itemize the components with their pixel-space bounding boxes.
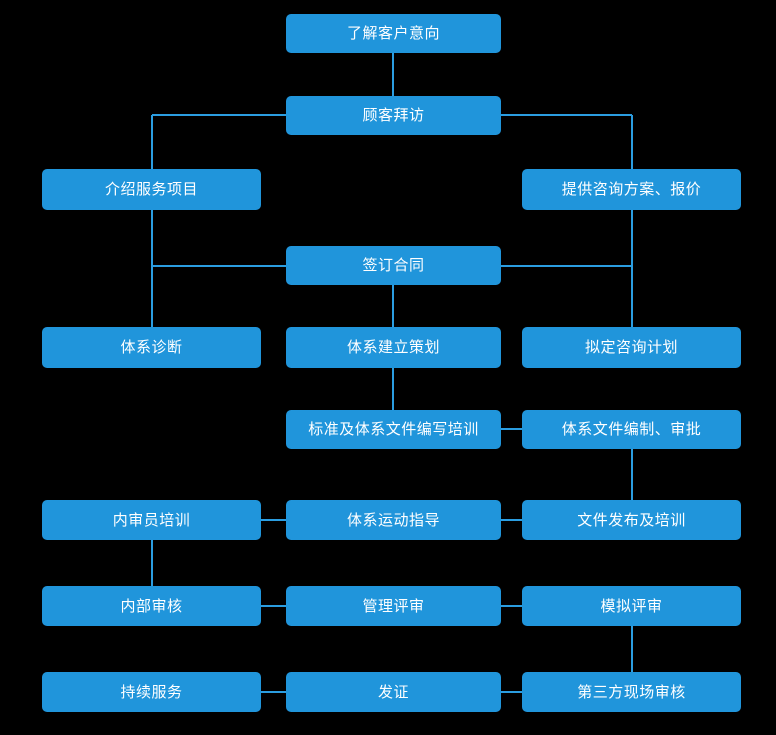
flow-node-label: 了解客户意向 xyxy=(346,25,440,42)
connector-line xyxy=(151,115,153,169)
connector-line xyxy=(631,449,633,500)
flow-node-label: 体系运动指导 xyxy=(346,511,440,529)
flow-node-label: 持续服务 xyxy=(120,683,183,701)
connector-line xyxy=(501,691,522,693)
flow-node-customer-visit: 顾客拜访 xyxy=(286,96,501,135)
connector-line xyxy=(151,540,153,586)
flow-node-label: 管理评审 xyxy=(362,597,425,615)
flow-node-certification: 发证 xyxy=(286,672,501,712)
flow-node-sign-contract: 签订合同 xyxy=(286,246,501,285)
connector-line xyxy=(261,691,286,693)
flow-node-label: 体系诊断 xyxy=(120,339,183,356)
connector-line xyxy=(392,285,394,327)
flow-node-label: 内部审核 xyxy=(120,597,183,615)
flow-node-introduce-services: 介绍服务项目 xyxy=(42,169,261,210)
flow-node-provide-proposal-quote: 提供咨询方案、报价 xyxy=(522,169,741,210)
flow-node-system-doc-compilation-approval: 体系文件编制、审批 xyxy=(522,410,741,449)
flow-node-label: 体系文件编制、审批 xyxy=(561,421,702,438)
flow-node-label: 第三方现场审核 xyxy=(577,683,686,701)
connector-line xyxy=(392,368,394,410)
flow-node-label: 内审员培训 xyxy=(112,511,191,529)
flow-node-management-review: 管理评审 xyxy=(286,586,501,626)
connector-line xyxy=(151,210,153,327)
connector-line xyxy=(501,265,632,267)
flow-node-internal-auditor-training: 内审员培训 xyxy=(42,500,261,540)
connector-line xyxy=(501,605,522,607)
connector-line xyxy=(631,210,633,327)
connector-line xyxy=(501,114,632,116)
connector-line xyxy=(261,605,286,607)
flow-node-continuous-service: 持续服务 xyxy=(42,672,261,712)
flow-node-label: 模拟评审 xyxy=(600,597,663,615)
flow-node-label: 体系建立策划 xyxy=(346,339,440,356)
flow-node-label: 介绍服务项目 xyxy=(104,181,198,198)
flow-node-mock-review: 模拟评审 xyxy=(522,586,741,626)
flow-node-label: 顾客拜访 xyxy=(362,107,425,124)
flow-node-system-establishment-planning: 体系建立策划 xyxy=(286,327,501,368)
connector-line xyxy=(501,428,522,430)
flow-node-label: 签订合同 xyxy=(362,257,425,274)
connector-line xyxy=(261,519,286,521)
flow-node-system-operation-guidance: 体系运动指导 xyxy=(286,500,501,540)
connector-line xyxy=(631,626,633,672)
connector-line xyxy=(392,53,394,96)
flow-node-label: 发证 xyxy=(377,683,409,701)
flow-node-system-diagnosis: 体系诊断 xyxy=(42,327,261,368)
flow-node-third-party-onsite-audit: 第三方现场审核 xyxy=(522,672,741,712)
connector-line xyxy=(152,265,286,267)
flow-node-label: 提供咨询方案、报价 xyxy=(561,181,702,198)
flow-node-standards-doc-writing-training: 标准及体系文件编写培训 xyxy=(286,410,501,449)
flow-node-label: 文件发布及培训 xyxy=(577,511,686,529)
flow-node-label: 拟定咨询计划 xyxy=(584,339,678,356)
flow-node-draft-consulting-plan: 拟定咨询计划 xyxy=(522,327,741,368)
connector-line xyxy=(501,519,522,521)
flow-node-understand-customer-intent: 了解客户意向 xyxy=(286,14,501,53)
flow-node-doc-release-training: 文件发布及培训 xyxy=(522,500,741,540)
connector-line xyxy=(152,114,286,116)
flow-node-label: 标准及体系文件编写培训 xyxy=(308,421,479,438)
connector-line xyxy=(631,115,633,169)
flow-node-internal-audit: 内部审核 xyxy=(42,586,261,626)
